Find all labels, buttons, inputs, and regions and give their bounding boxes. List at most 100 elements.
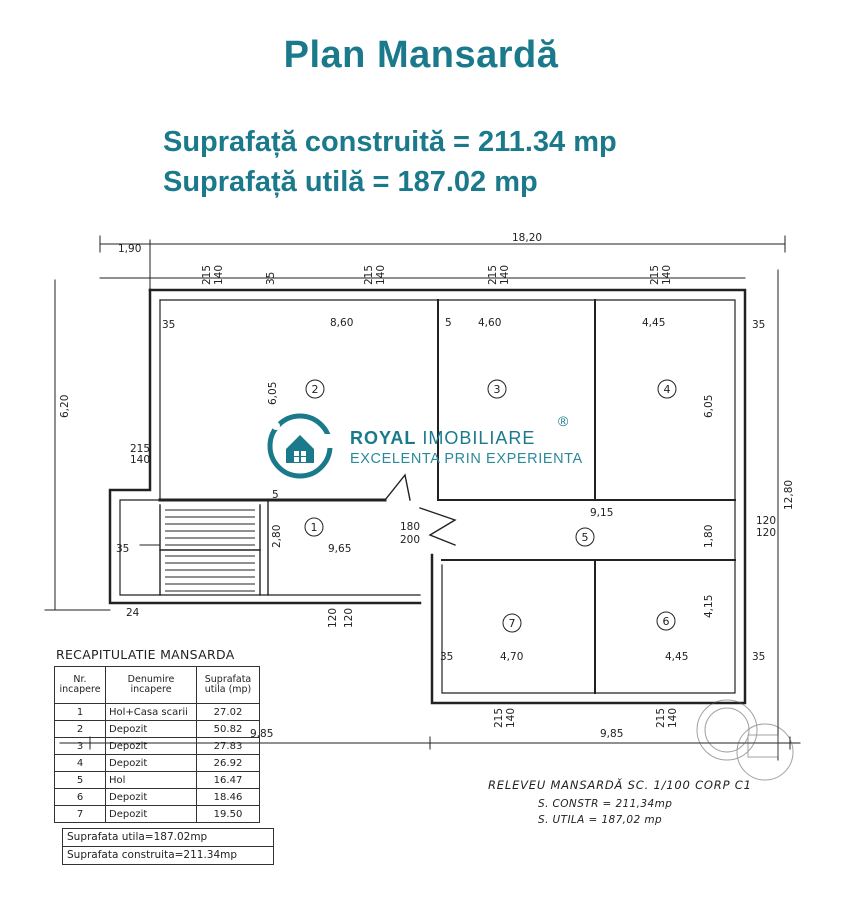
dim-win4-215: 215 bbox=[649, 265, 661, 285]
cell-name: Hol+Casa scarii bbox=[105, 703, 197, 721]
stamp-seal bbox=[696, 699, 794, 781]
table-row: 7 Depozit 19.50 bbox=[54, 805, 260, 823]
cell-area: 27.83 bbox=[196, 737, 260, 755]
releveu-constr: S. CONSTR = 211,34mp bbox=[538, 798, 673, 810]
dim-win4-140: 140 bbox=[661, 265, 673, 285]
room-1-marker bbox=[304, 517, 324, 537]
dim-wall-5: 5 bbox=[445, 317, 452, 329]
room-6-label: 6 bbox=[663, 615, 670, 628]
cell-area: 26.92 bbox=[196, 754, 260, 772]
cell-name: Depozit bbox=[105, 805, 197, 823]
room-5-label: 5 bbox=[582, 531, 589, 544]
releveu-title: RELEVEU MANSARDĂ SC. 1/100 CORP C1 bbox=[488, 778, 752, 792]
cell-nr: 7 bbox=[54, 805, 106, 823]
cell-area: 16.47 bbox=[196, 771, 260, 789]
dim-win7-140: 140 bbox=[667, 708, 679, 728]
table-row: 2 Depozit 50.82 bbox=[54, 720, 260, 738]
table-row: 6 Depozit 18.46 bbox=[54, 788, 260, 806]
dim-wall-120b: 120 bbox=[756, 527, 776, 539]
cell-nr: 3 bbox=[54, 737, 106, 755]
dim-overall-width: 18,20 bbox=[512, 232, 542, 244]
dim-win3-215: 215 bbox=[487, 265, 499, 285]
room-3-label: 3 bbox=[494, 383, 501, 396]
recap-usable-area: Suprafata utila=187.02mp bbox=[62, 828, 274, 847]
cell-area: 19.50 bbox=[196, 805, 260, 823]
dim-hall-height: 2,80 bbox=[271, 525, 283, 548]
dim-wall-bottom-right: 35 bbox=[752, 651, 765, 663]
dim-wall-5-hall: 5 bbox=[272, 489, 279, 501]
logo-brand-bold: ROYAL bbox=[350, 428, 417, 448]
dim-hall-width: 9,65 bbox=[328, 543, 351, 555]
room-4-label: 4 bbox=[664, 383, 671, 396]
dim-win3-140: 140 bbox=[499, 265, 511, 285]
room-3-marker bbox=[487, 379, 507, 399]
room-7-marker bbox=[502, 613, 522, 633]
dim-room3-width: 4,60 bbox=[478, 317, 501, 329]
room-2-marker bbox=[305, 379, 325, 399]
recap-header-row: Nr. incapere Denumire incapere Suprafata… bbox=[54, 666, 260, 704]
cell-nr: 1 bbox=[54, 703, 106, 721]
room-1-label: 1 bbox=[311, 521, 318, 534]
cell-name: Hol bbox=[105, 771, 197, 789]
room-4-marker bbox=[657, 379, 677, 399]
built-area-text: Suprafață construită = 211.34 mp bbox=[163, 126, 617, 158]
recap-title: RECAPITULATIE MANSARDA bbox=[56, 647, 235, 662]
dim-door-180: 180 bbox=[400, 521, 420, 533]
cell-area: 27.02 bbox=[196, 703, 260, 721]
cell-name: Depozit bbox=[105, 788, 197, 806]
room-5-marker bbox=[575, 527, 595, 547]
cell-name: Depozit bbox=[105, 720, 197, 738]
dim-window-215: 215 bbox=[130, 443, 150, 455]
recap-built-area: Suprafata construita=211.34mp bbox=[62, 846, 274, 865]
logo-brand-rest: IMOBILIARE bbox=[416, 428, 536, 448]
royal-logo-mark bbox=[267, 413, 336, 479]
dim-win5-120: 120 bbox=[327, 608, 339, 628]
dim-win2-140: 140 bbox=[375, 265, 387, 285]
dim-win6-140: 140 bbox=[505, 708, 517, 728]
dim-win5-120b: 120 bbox=[343, 608, 355, 628]
dim-win1-140: 140 bbox=[213, 265, 225, 285]
cell-area: 18.46 bbox=[196, 788, 260, 806]
dim-right-height: 12,80 bbox=[783, 480, 795, 510]
dim-left-offset: 1,90 bbox=[118, 243, 141, 255]
table-row: 5 Hol 16.47 bbox=[54, 771, 260, 789]
usable-area-text: Suprafață utilă = 187.02 mp bbox=[163, 166, 538, 198]
dim-door-200: 200 bbox=[400, 534, 420, 546]
dim-room6-height: 4,15 bbox=[703, 595, 715, 618]
dim-win2-215: 215 bbox=[363, 265, 375, 285]
dim-wall-right: 35 bbox=[752, 319, 765, 331]
dim-wall-120a: 120 bbox=[756, 515, 776, 527]
dim-wall-bottom-left: 35 bbox=[440, 651, 453, 663]
cell-nr: 2 bbox=[54, 720, 106, 738]
logo-wordmark: ROYAL IMOBILIARE EXCELENTA PRIN EXPERIEN… bbox=[350, 428, 583, 467]
table-row: 1 Hol+Casa scarii 27.02 bbox=[54, 703, 260, 721]
header-area: Suprafata utila (mp) bbox=[196, 666, 260, 704]
cell-nr: 6 bbox=[54, 788, 106, 806]
dim-wall-left: 35 bbox=[162, 319, 175, 331]
page-title: Plan Mansardă bbox=[283, 34, 559, 76]
dim-win1-215: 215 bbox=[201, 265, 213, 285]
cell-area: 50.82 bbox=[196, 720, 260, 738]
dim-left-height: 6,20 bbox=[59, 395, 71, 418]
room-2-label: 2 bbox=[312, 383, 319, 396]
header-nr: Nr. incapere bbox=[54, 666, 106, 704]
cell-name: Depozit bbox=[105, 737, 197, 755]
cell-nr: 5 bbox=[54, 771, 106, 789]
dim-room6-width: 4,45 bbox=[665, 651, 688, 663]
dim-room2-height: 6,05 bbox=[267, 382, 279, 405]
header-name: Denumire incapere bbox=[105, 666, 197, 704]
registered-mark: ® bbox=[558, 413, 569, 429]
dim-wall-24: 24 bbox=[126, 607, 140, 619]
cell-name: Depozit bbox=[105, 754, 197, 772]
dim-room7-width: 4,70 bbox=[500, 651, 523, 663]
cell-nr: 4 bbox=[54, 754, 106, 772]
area-summary: Suprafață construită = 211.34 mp Suprafa… bbox=[163, 122, 617, 202]
dim-room4-height: 6,05 bbox=[703, 395, 715, 418]
dim-stair-wall: 35 bbox=[116, 543, 129, 555]
dim-hall-right: 9,15 bbox=[590, 507, 613, 519]
dim-window-140: 140 bbox=[130, 454, 150, 466]
room-7-label: 7 bbox=[509, 617, 516, 630]
releveu-utila: S. UTILA = 187,02 mp bbox=[538, 814, 663, 826]
dim-room2-width: 8,60 bbox=[330, 317, 353, 329]
